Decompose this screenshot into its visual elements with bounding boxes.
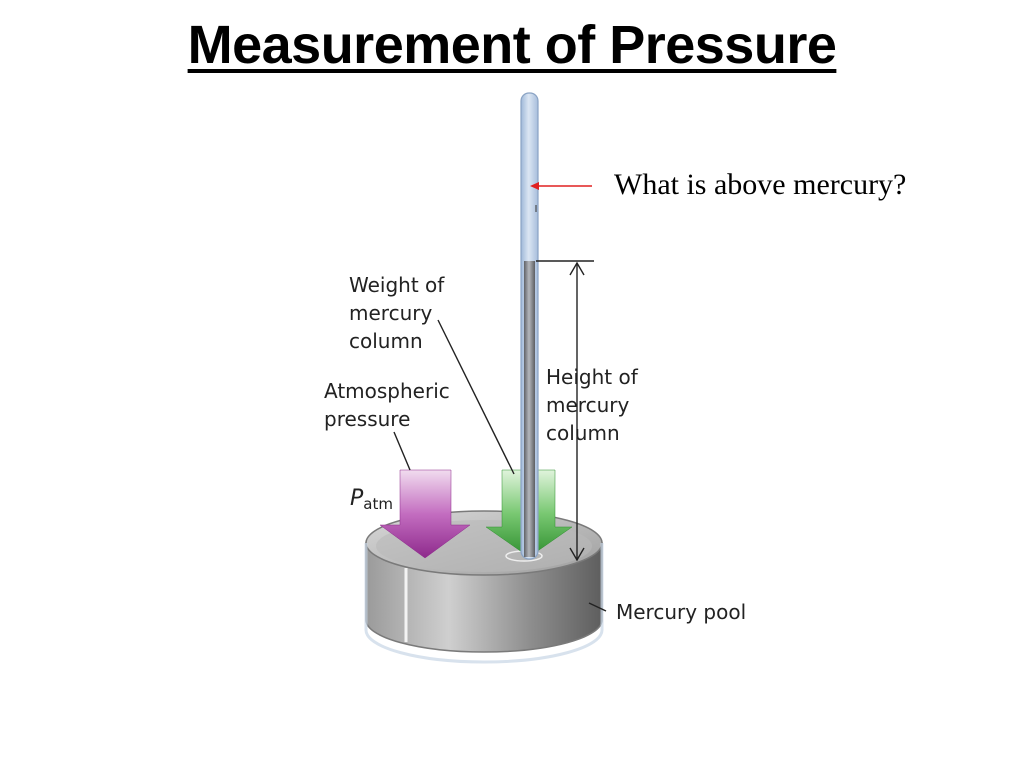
- weight-label: Weight of mercury column: [349, 271, 444, 355]
- height-label-line1: Height of: [546, 365, 638, 389]
- height-dimension-marker: [536, 260, 594, 562]
- slide-title: Measurement of Pressure: [187, 15, 837, 75]
- atmospheric-label-line2: pressure: [324, 407, 411, 431]
- patm-label: Patm: [350, 486, 393, 513]
- height-label: Height of mercury column: [546, 363, 638, 447]
- atmospheric-leader-line: [393, 431, 411, 471]
- weight-label-line3: column: [349, 329, 423, 353]
- mercury-pool-label: Mercury pool: [616, 600, 747, 624]
- weight-label-line2: mercury: [349, 301, 433, 325]
- barometer-tube: [520, 92, 539, 560]
- atmospheric-label-line1: Atmospheric: [324, 379, 450, 403]
- height-label-line2: mercury: [546, 393, 630, 417]
- atmospheric-label: Atmospheric pressure: [324, 377, 450, 433]
- pool-leader-line: [588, 602, 607, 612]
- weight-label-line1: Weight of: [349, 273, 445, 297]
- vacuum-pointer-arrow: [530, 182, 592, 190]
- patm-symbol: P: [350, 486, 364, 511]
- patm-subscript: atm: [363, 495, 393, 513]
- question-text: What is above mercury?: [614, 168, 907, 201]
- weight-leader-line: [437, 319, 515, 475]
- atmospheric-pressure-arrow: [379, 469, 471, 559]
- height-label-line3: column: [546, 421, 620, 445]
